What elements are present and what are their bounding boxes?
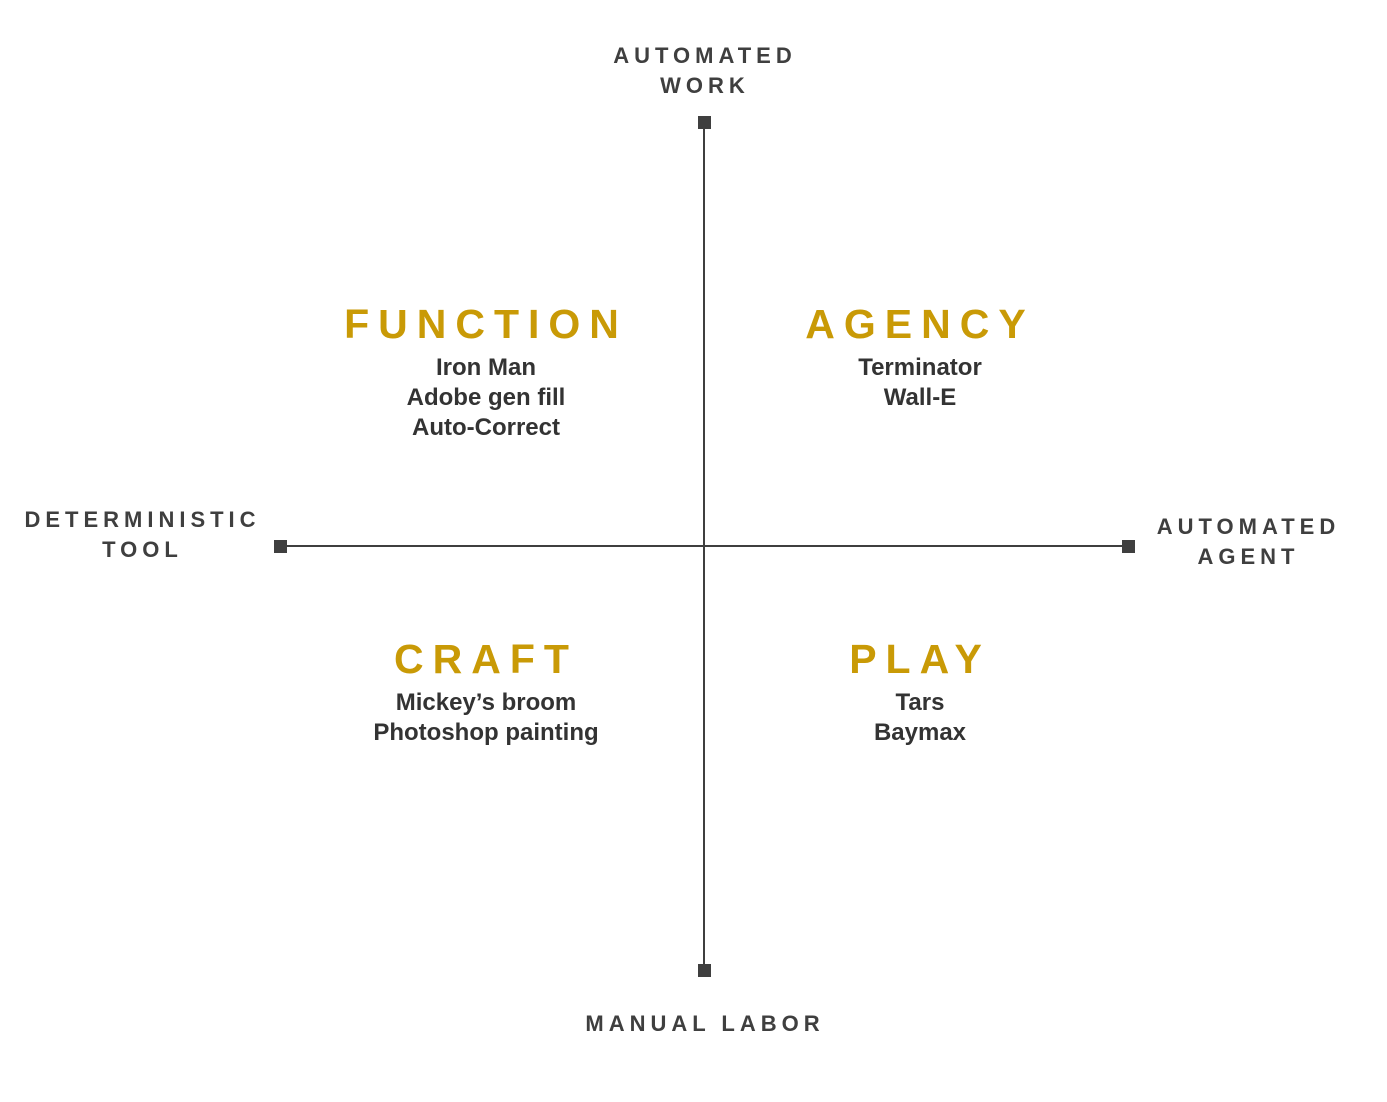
axis-label-right: AUTOMATED AGENT <box>1110 512 1387 572</box>
quadrant-item: Mickey’s broom <box>395 689 577 716</box>
quadrant-item: Auto-Correct <box>412 414 560 441</box>
quadrant-bottom-left-title: CRAFT <box>394 636 578 682</box>
axis-label-right-line-1: AUTOMATED <box>1156 514 1341 539</box>
quadrant-top-right: AGENCY Terminator Wall-E <box>750 301 1090 413</box>
axis-label-bottom: MANUAL LABOR <box>505 1009 905 1039</box>
quadrant-item: Photoshop painting <box>373 719 599 746</box>
quadrant-top-right-title: AGENCY <box>805 301 1035 347</box>
axis-bottom-endpoint <box>698 964 711 977</box>
axis-label-top: AUTOMATED WORK <box>555 41 855 101</box>
quadrant-item: Baymax <box>873 719 967 746</box>
axis-right-endpoint <box>1122 540 1135 553</box>
quadrant-top-right-items: Terminator Wall-E <box>750 353 1090 413</box>
axis-left-endpoint <box>274 540 287 553</box>
quadrant-item: Wall-E <box>883 384 957 411</box>
quadrant-item: Adobe gen fill <box>406 384 566 411</box>
quadrant-bottom-right: PLAY Tars Baymax <box>750 636 1090 748</box>
quadrant-bottom-right-title: PLAY <box>849 636 991 682</box>
axis-label-left: DETERMINISTIC TOOL <box>0 505 285 565</box>
quadrant-item: Iron Man <box>436 354 536 381</box>
vertical-axis <box>703 123 705 971</box>
axis-label-top-line-2: WORK <box>660 73 750 98</box>
horizontal-axis <box>280 545 1129 547</box>
axis-label-left-line-2: TOOL <box>102 537 183 562</box>
axis-label-bottom-line-1: MANUAL LABOR <box>585 1011 825 1036</box>
quadrant-top-left: FUNCTION Iron Man Adobe gen fill Auto-Co… <box>306 301 666 443</box>
quadrant-bottom-left-items: Mickey’s broom Photoshop painting <box>306 688 666 748</box>
axis-label-top-line-1: AUTOMATED <box>613 43 797 68</box>
quadrant-item: Terminator <box>858 354 982 381</box>
quadrant-top-left-title: FUNCTION <box>344 301 628 347</box>
axis-label-left-line-1: DETERMINISTIC <box>24 507 261 532</box>
quadrant-item: Tars <box>895 689 945 716</box>
quadrant-bottom-right-items: Tars Baymax <box>750 688 1090 748</box>
quadrant-bottom-left: CRAFT Mickey’s broom Photoshop painting <box>306 636 666 748</box>
axis-label-right-line-2: AGENT <box>1197 544 1300 569</box>
axis-top-endpoint <box>698 116 711 129</box>
quadrant-top-left-items: Iron Man Adobe gen fill Auto-Correct <box>306 353 666 443</box>
